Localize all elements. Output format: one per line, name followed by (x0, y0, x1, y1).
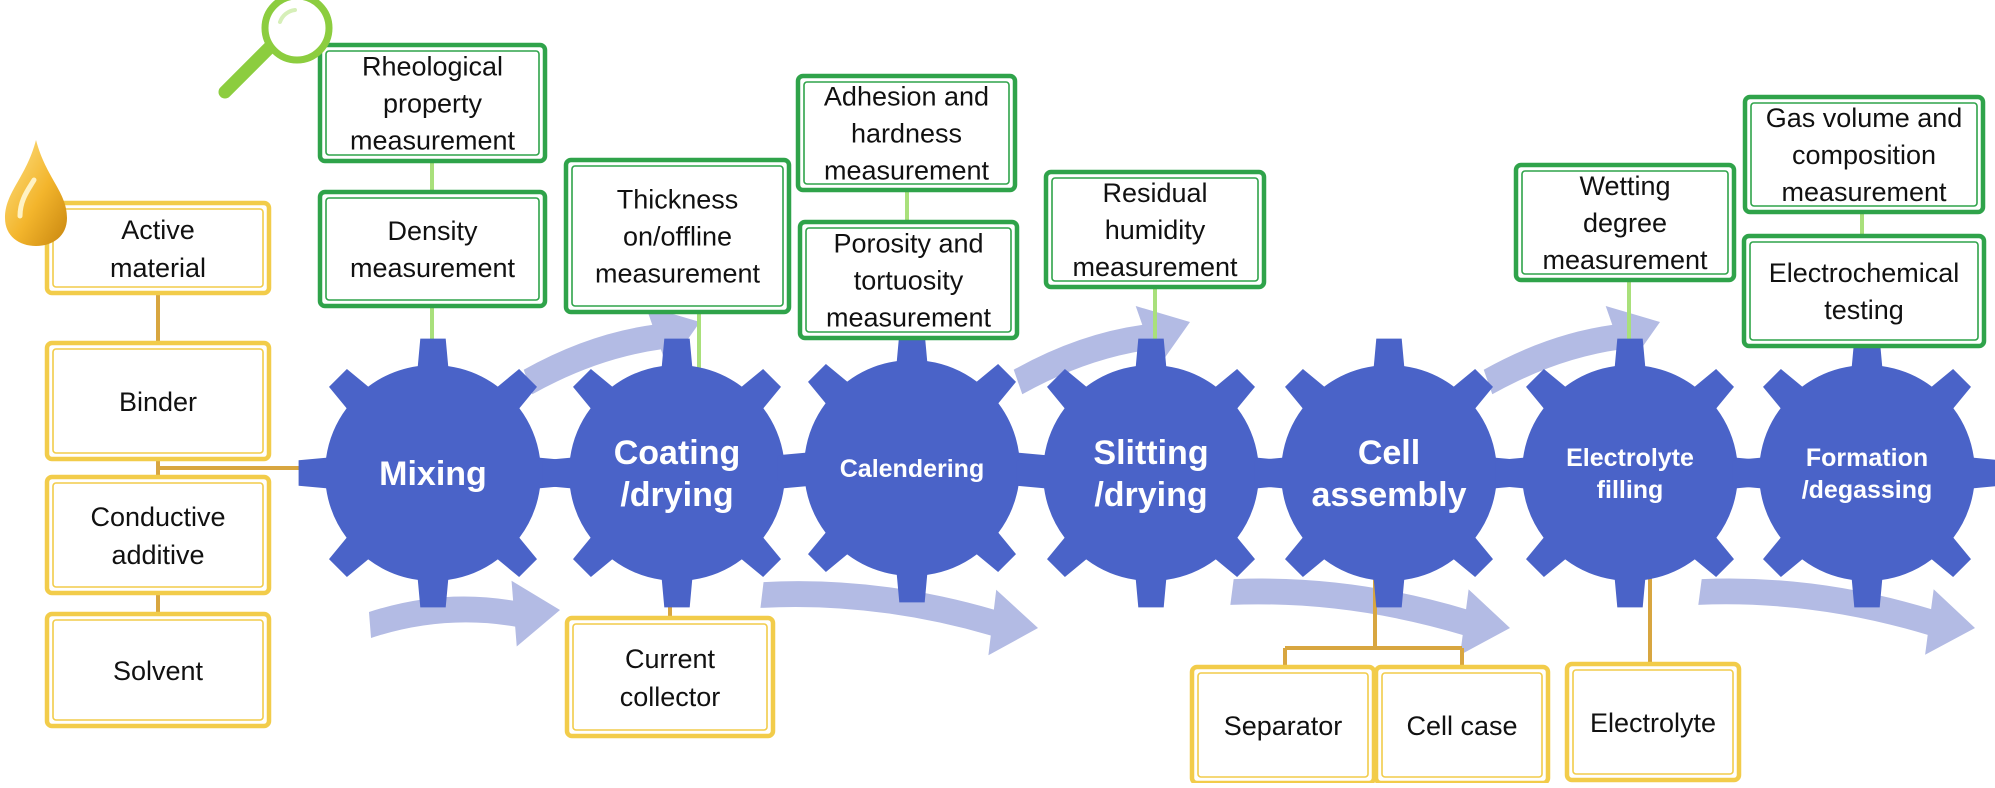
gear-calendering: Calendering (777, 333, 1047, 603)
box-text-line: material (110, 253, 206, 283)
box-text-line: testing (1824, 295, 1904, 325)
box-text-line: Active (121, 215, 195, 245)
box-text-line: Binder (119, 387, 197, 417)
gear-electrolyte-filling: Electrolyte filling (1495, 338, 1765, 608)
box-text-line: measurement (595, 259, 761, 289)
measurement-box-rheological-property-measurement: Rheological property measurement (317, 42, 548, 164)
flow-arrow-6 (1483, 305, 1660, 395)
measurement-box-adhesion-and-hardness-measurement: Adhesion and hardness measurement (795, 73, 1018, 193)
gear-cell-assembly: Cell assembly (1254, 338, 1524, 608)
box-text-line: Density (387, 216, 478, 246)
box-text-line: measurement (350, 253, 516, 283)
process-label-line: Cell (1358, 434, 1420, 472)
box-text-line: collector (620, 682, 721, 712)
box-text-line: measurement (824, 156, 990, 186)
box-text-line: Residual (1102, 178, 1207, 208)
gear-slitting-drying: Slitting/drying (1016, 338, 1286, 608)
input-box-electrolyte: Electrolyte (1564, 661, 1742, 783)
input-box-current-collector: Current collector (564, 615, 776, 739)
box-text-line: measurement (1072, 252, 1238, 282)
box-text-line: measurement (1781, 177, 1947, 207)
process-label-line: Coating (614, 434, 741, 472)
box-text-line: composition (1792, 140, 1936, 170)
process-label-line: Calendering (840, 455, 984, 483)
process-label-line: assembly (1312, 476, 1467, 514)
gear-shape (1016, 338, 1286, 608)
process-label-line: Mixing (379, 455, 487, 493)
box-text-line: Wetting (1579, 171, 1670, 201)
gear-shape (777, 333, 1047, 603)
gear-shape (298, 338, 568, 608)
box-text-line: on/offline (623, 222, 732, 252)
material-box-active-material: Active material (44, 200, 272, 296)
measurement-box-density-measurement: Density measurement (317, 189, 548, 309)
process-label-line: /drying (620, 476, 733, 514)
box-text-line: Gas volume and (1766, 103, 1963, 133)
box-text-line: additive (111, 540, 204, 570)
box-text-line: Separator (1224, 711, 1343, 741)
gear-mixing: Mixing (298, 338, 568, 608)
measurement-box-gas-volume-and-composition-measurement: Gas volume and composition measurement (1742, 94, 1986, 215)
measurement-box-electrochemical-testing: Electrochemical testing (1741, 233, 1987, 349)
flow-arrow-1 (368, 580, 560, 647)
material-box-solvent: Solvent (44, 611, 272, 729)
box-text-line: measurement (826, 303, 992, 333)
process-label-line: filling (1597, 476, 1664, 504)
measurement-box-residual-humidity-measurement: Residual humidity measurement (1043, 169, 1267, 290)
measurement-box-thickness-on-offline-measurement: Thickness on/offline measurement (563, 157, 792, 315)
material-box-conductive-additive: Conductive additive (44, 474, 272, 596)
gear-shape (542, 338, 812, 608)
box-text-line: Electrochemical (1769, 258, 1960, 288)
process-label-line: Formation (1806, 444, 1928, 472)
box-text-line: measurement (1542, 245, 1708, 275)
box-text-line: Adhesion and (824, 82, 989, 112)
flow-arrow-2 (523, 305, 700, 395)
box-text-line: tortuosity (854, 266, 964, 296)
box-text-line: property (383, 89, 483, 119)
process-label-line: /degassing (1802, 476, 1933, 504)
gear-formation-degassing: Formation/degassing (1732, 338, 1995, 608)
box-text-line: Rheological (362, 52, 503, 82)
box-text-line: Thickness (617, 185, 739, 215)
box-text-line: Porosity and (833, 229, 983, 259)
measurement-box-wetting-degree-measurement: Wetting degree measurement (1513, 162, 1737, 283)
box-text-line: Electrolyte (1590, 708, 1716, 738)
droplet-icon (5, 140, 67, 246)
box-text-line: measurement (350, 126, 516, 156)
process-label-line: /drying (1094, 476, 1207, 514)
measurement-box-porosity-and-tortuosity-measurement: Porosity and tortuosity measurement (797, 219, 1020, 341)
box-text-line: Current (625, 644, 716, 674)
connector-assembly-inputs (1283, 556, 1464, 667)
box-text-line: humidity (1105, 215, 1206, 245)
box-text-line: Conductive (90, 502, 225, 532)
box-text-line: Cell case (1406, 711, 1517, 741)
input-box-cell-case: Cell case (1373, 664, 1551, 786)
gear-shape (1254, 338, 1524, 608)
input-box-separator: Separator (1189, 664, 1377, 786)
flow-arrow-5 (1230, 578, 1510, 655)
flow-arrow-4 (1013, 305, 1190, 395)
box-text-line: degree (1583, 208, 1667, 238)
gear-coating-drying: Coating/drying (542, 338, 812, 608)
gear-shape (1495, 338, 1765, 608)
flow-arrow-3 (760, 581, 1038, 656)
process-label-line: Electrolyte (1566, 444, 1694, 472)
box-text-line: hardness (851, 119, 962, 149)
gear-shape (1732, 338, 1995, 608)
box-text-line: Solvent (113, 656, 204, 686)
process-label-line: Slitting (1093, 434, 1208, 472)
material-box-binder: Binder (44, 340, 272, 462)
magnifier-icon (218, 0, 333, 99)
flow-arrow-7 (1698, 578, 1975, 655)
